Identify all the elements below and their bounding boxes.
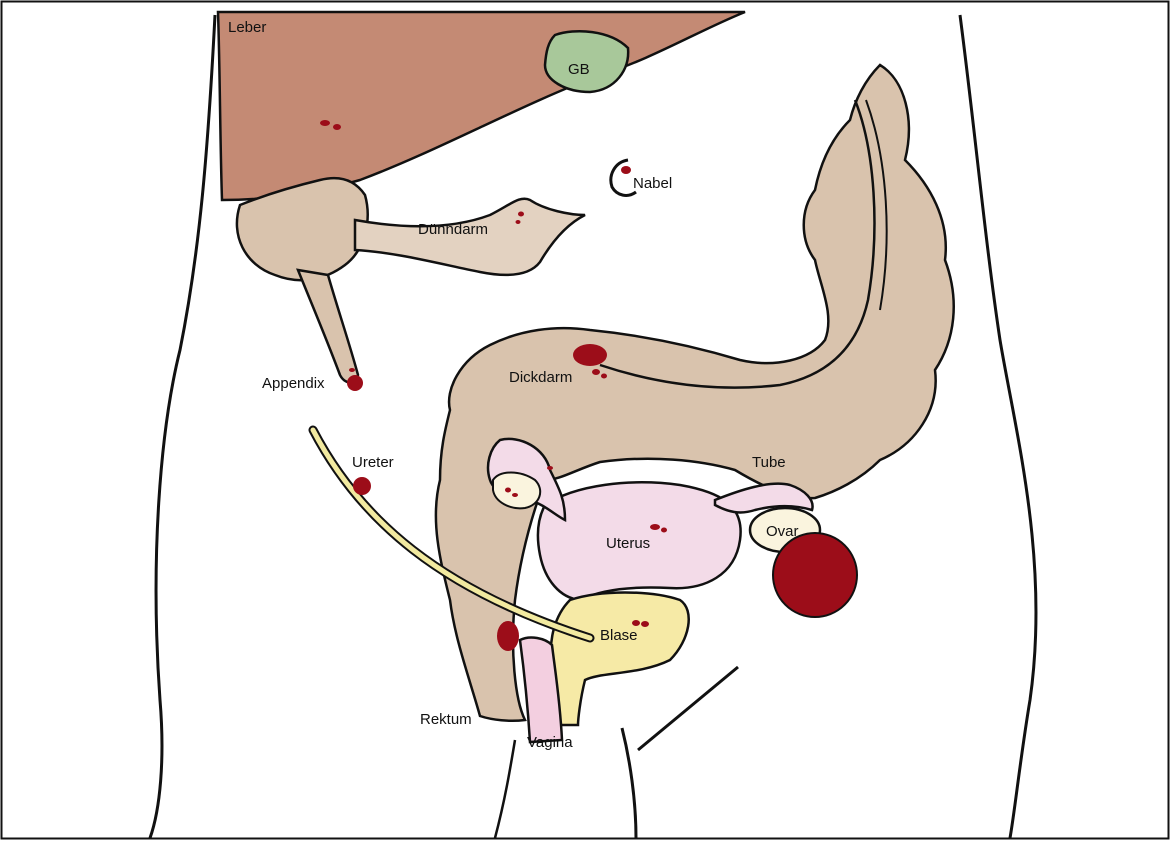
label-vagina: Vagina [527, 734, 573, 751]
label-gb: GB [568, 61, 590, 78]
label-rektum: Rektum [420, 711, 472, 728]
lesion-navel [621, 166, 631, 174]
label-tube: Tube [752, 454, 786, 471]
label-nabel: Nabel [633, 175, 672, 192]
lesion-rectovaginal [497, 621, 519, 651]
lesion-liver-2 [333, 124, 341, 130]
lesion-ovary-left-2 [512, 493, 518, 497]
pelvic-line-right [638, 667, 738, 750]
appendix [298, 270, 358, 383]
lesion-tube-left [547, 466, 553, 470]
bladder [551, 593, 689, 726]
lesion-dickdarm-2 [592, 369, 600, 375]
lesion-liver-1 [320, 120, 330, 126]
lesion-smallbowel-1 [518, 212, 524, 217]
label-blase: Blase [600, 627, 638, 644]
lesion-ureter [353, 477, 371, 495]
body-outline-left [150, 15, 215, 838]
label-ovar: Ovar [766, 523, 799, 540]
body-outline-right [960, 15, 1036, 838]
lesion-appendix-small [349, 368, 355, 372]
lesion-uterus-2 [661, 528, 667, 533]
label-duenndarm: Dünndarm [418, 221, 488, 238]
label-leber: Leber [228, 19, 266, 36]
lesion-smallbowel-2 [516, 220, 521, 224]
lesion-uterus-1 [650, 524, 660, 530]
lesion-dickdarm-large [573, 344, 607, 366]
lesion-appendix [347, 375, 363, 391]
lesion-bladder-2 [641, 621, 649, 627]
pelvic-line-left [495, 740, 515, 838]
lesion-bladder-1 [632, 620, 640, 626]
label-dickdarm: Dickdarm [509, 369, 572, 386]
colon [436, 65, 954, 721]
ovarian-cyst-lesion [773, 533, 857, 617]
pelvic-line-center [622, 728, 636, 838]
label-ureter: Ureter [352, 454, 394, 471]
label-uterus: Uterus [606, 535, 650, 552]
right-tube [715, 484, 813, 513]
lesion-dickdarm-3 [601, 374, 607, 379]
liver [218, 12, 745, 200]
label-appendix: Appendix [262, 375, 325, 392]
lesion-ovary-left-1 [505, 488, 511, 493]
